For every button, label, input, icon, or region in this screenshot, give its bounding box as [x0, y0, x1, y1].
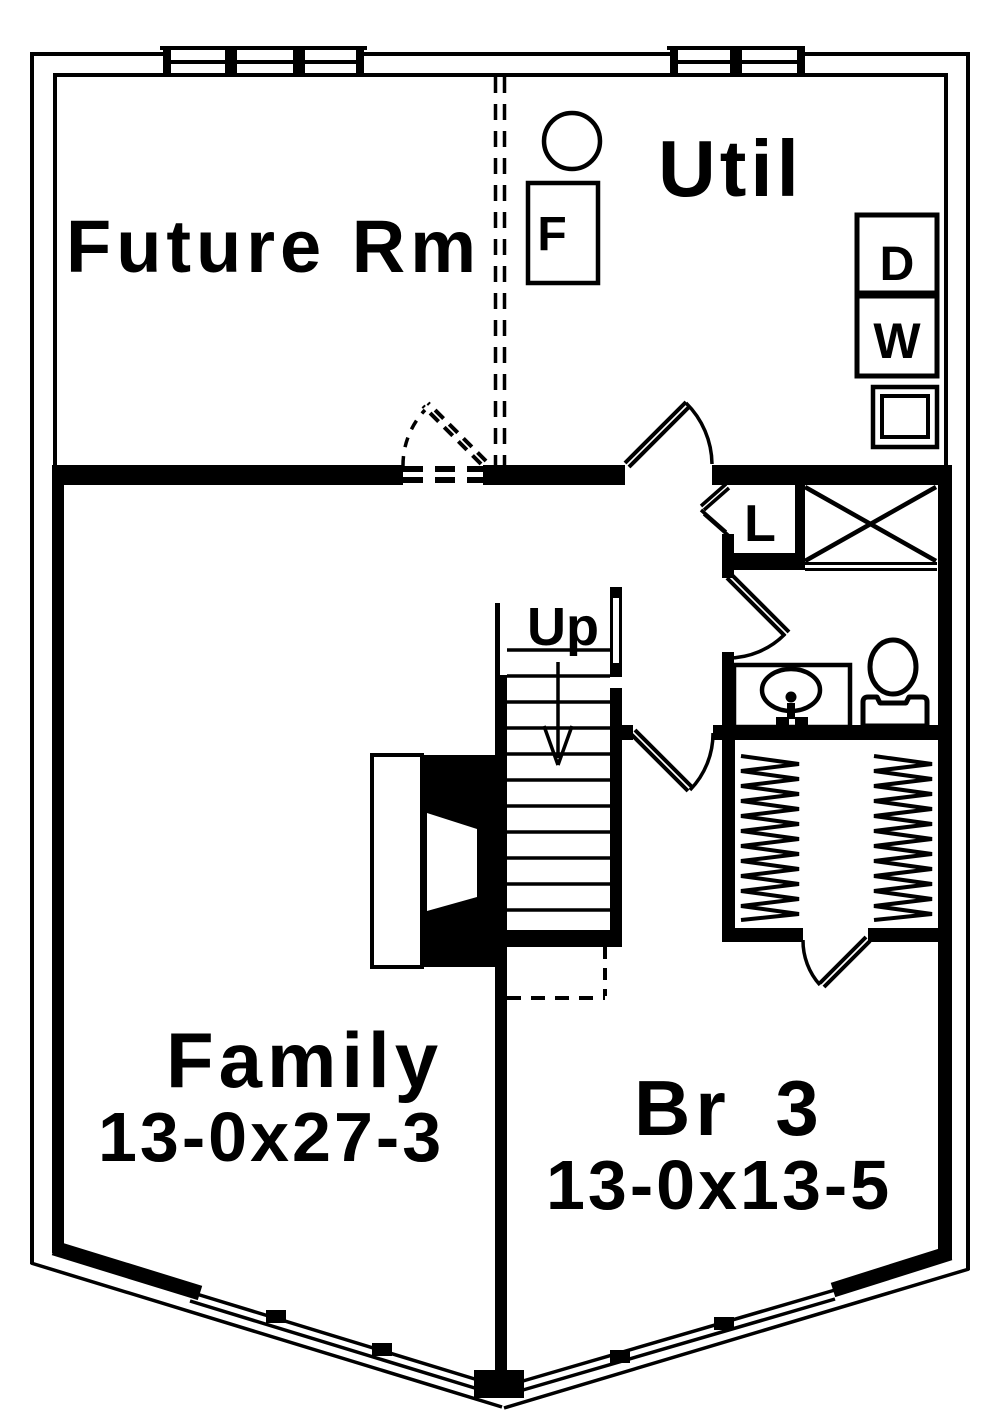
wall-right-thick [938, 465, 952, 1260]
x-closet-shelf-line-2 [805, 568, 937, 571]
washer-box [854, 293, 940, 379]
x-closet-shelf-line-1 [805, 562, 937, 565]
closet-bottom-wall-2 [868, 928, 952, 942]
up-arrow [542, 662, 574, 766]
l-x-closet-divider [795, 485, 805, 570]
top-windows [160, 46, 805, 77]
stair-rail-top-post [610, 587, 622, 598]
faucet [776, 691, 808, 726]
wall-left-thick [52, 465, 64, 1253]
future-door-dashed [401, 401, 488, 483]
closet-rods [740, 754, 933, 922]
bottom-windows [189, 1288, 836, 1392]
bathroom-fixtures [731, 637, 930, 730]
outer-wall-top-2 [362, 52, 672, 56]
room-label-br3: Br 3 [634, 1064, 824, 1152]
dashed-partition [493, 77, 507, 465]
outer-wall-top-1 [30, 52, 165, 56]
room-label-future-rm: Future Rm [66, 205, 481, 288]
outer-wall-left [30, 52, 34, 1264]
inner-wall-top [53, 73, 948, 77]
exterior-walls [30, 52, 970, 1410]
l-closet-bottom-wall [722, 553, 795, 570]
fixture-label-dryer: D [880, 238, 915, 291]
x-closet [803, 485, 938, 563]
br3-entry-door [629, 728, 715, 793]
inner-wall-right-upper [944, 73, 948, 465]
labels: Future Rm Util F D W L Up Family 13-0x27… [66, 124, 921, 1224]
outer-wall-right [966, 52, 970, 1270]
main-wall-segment-1 [52, 465, 403, 485]
stair-bottom-wall [503, 930, 622, 947]
room-label-util: Util [658, 124, 803, 213]
window-double-top-right [667, 46, 805, 77]
outer-wall-top-3 [800, 52, 970, 56]
stair-rail-wall [610, 688, 622, 930]
closet-bottom-wall-1 [722, 928, 803, 942]
doors [401, 400, 872, 989]
util-hall-door [623, 400, 714, 469]
main-wall-segment-3 [712, 465, 952, 485]
water-heater-circle [541, 110, 603, 172]
outer-line-bottom-left [30, 1261, 503, 1409]
l-closet-bifold-door [699, 482, 731, 538]
wall-bottom-left-angled [51, 1240, 203, 1301]
room-label-family: Family [166, 1016, 443, 1104]
room-dim-br3: 13-0x13-5 [546, 1146, 892, 1224]
closet-rod-right [873, 754, 933, 922]
hall-wall-jamb-2 [722, 652, 734, 740]
closet-label-linen: L [744, 495, 776, 553]
closet-door [801, 935, 872, 989]
inner-wall-left-upper [53, 73, 57, 465]
main-wall-segment-2 [483, 465, 625, 485]
stairs-label-up: Up [527, 597, 599, 657]
fireplace-firebox [427, 813, 477, 911]
fireplace-hearth [370, 753, 424, 969]
window-triple-top-left [160, 46, 367, 77]
closet-left-wall [722, 740, 735, 940]
toilet [860, 637, 930, 729]
dryer-box [854, 212, 940, 296]
stairs [507, 648, 610, 1000]
wall-bottom-right-angled [830, 1245, 953, 1298]
util-fixtures [525, 110, 940, 450]
room-dim-family: 13-0x27-3 [98, 1098, 444, 1176]
furnace-box [525, 180, 601, 286]
outer-line-bottom-right [503, 1267, 970, 1410]
fireplace [370, 753, 507, 969]
under-stair-dashed-outline [507, 947, 607, 1000]
fixture-label-washer: W [873, 313, 921, 369]
stair-left-wall-thin [495, 603, 500, 675]
closet-rod-left [740, 754, 800, 922]
stair-rail-mid-post [610, 663, 622, 677]
window-band-bottom-right [522, 1288, 836, 1392]
laundry-tub-inner [880, 394, 930, 439]
window-band-bottom-left [189, 1290, 479, 1391]
fixture-label-furnace: F [537, 208, 566, 261]
bathroom-door [725, 572, 791, 660]
